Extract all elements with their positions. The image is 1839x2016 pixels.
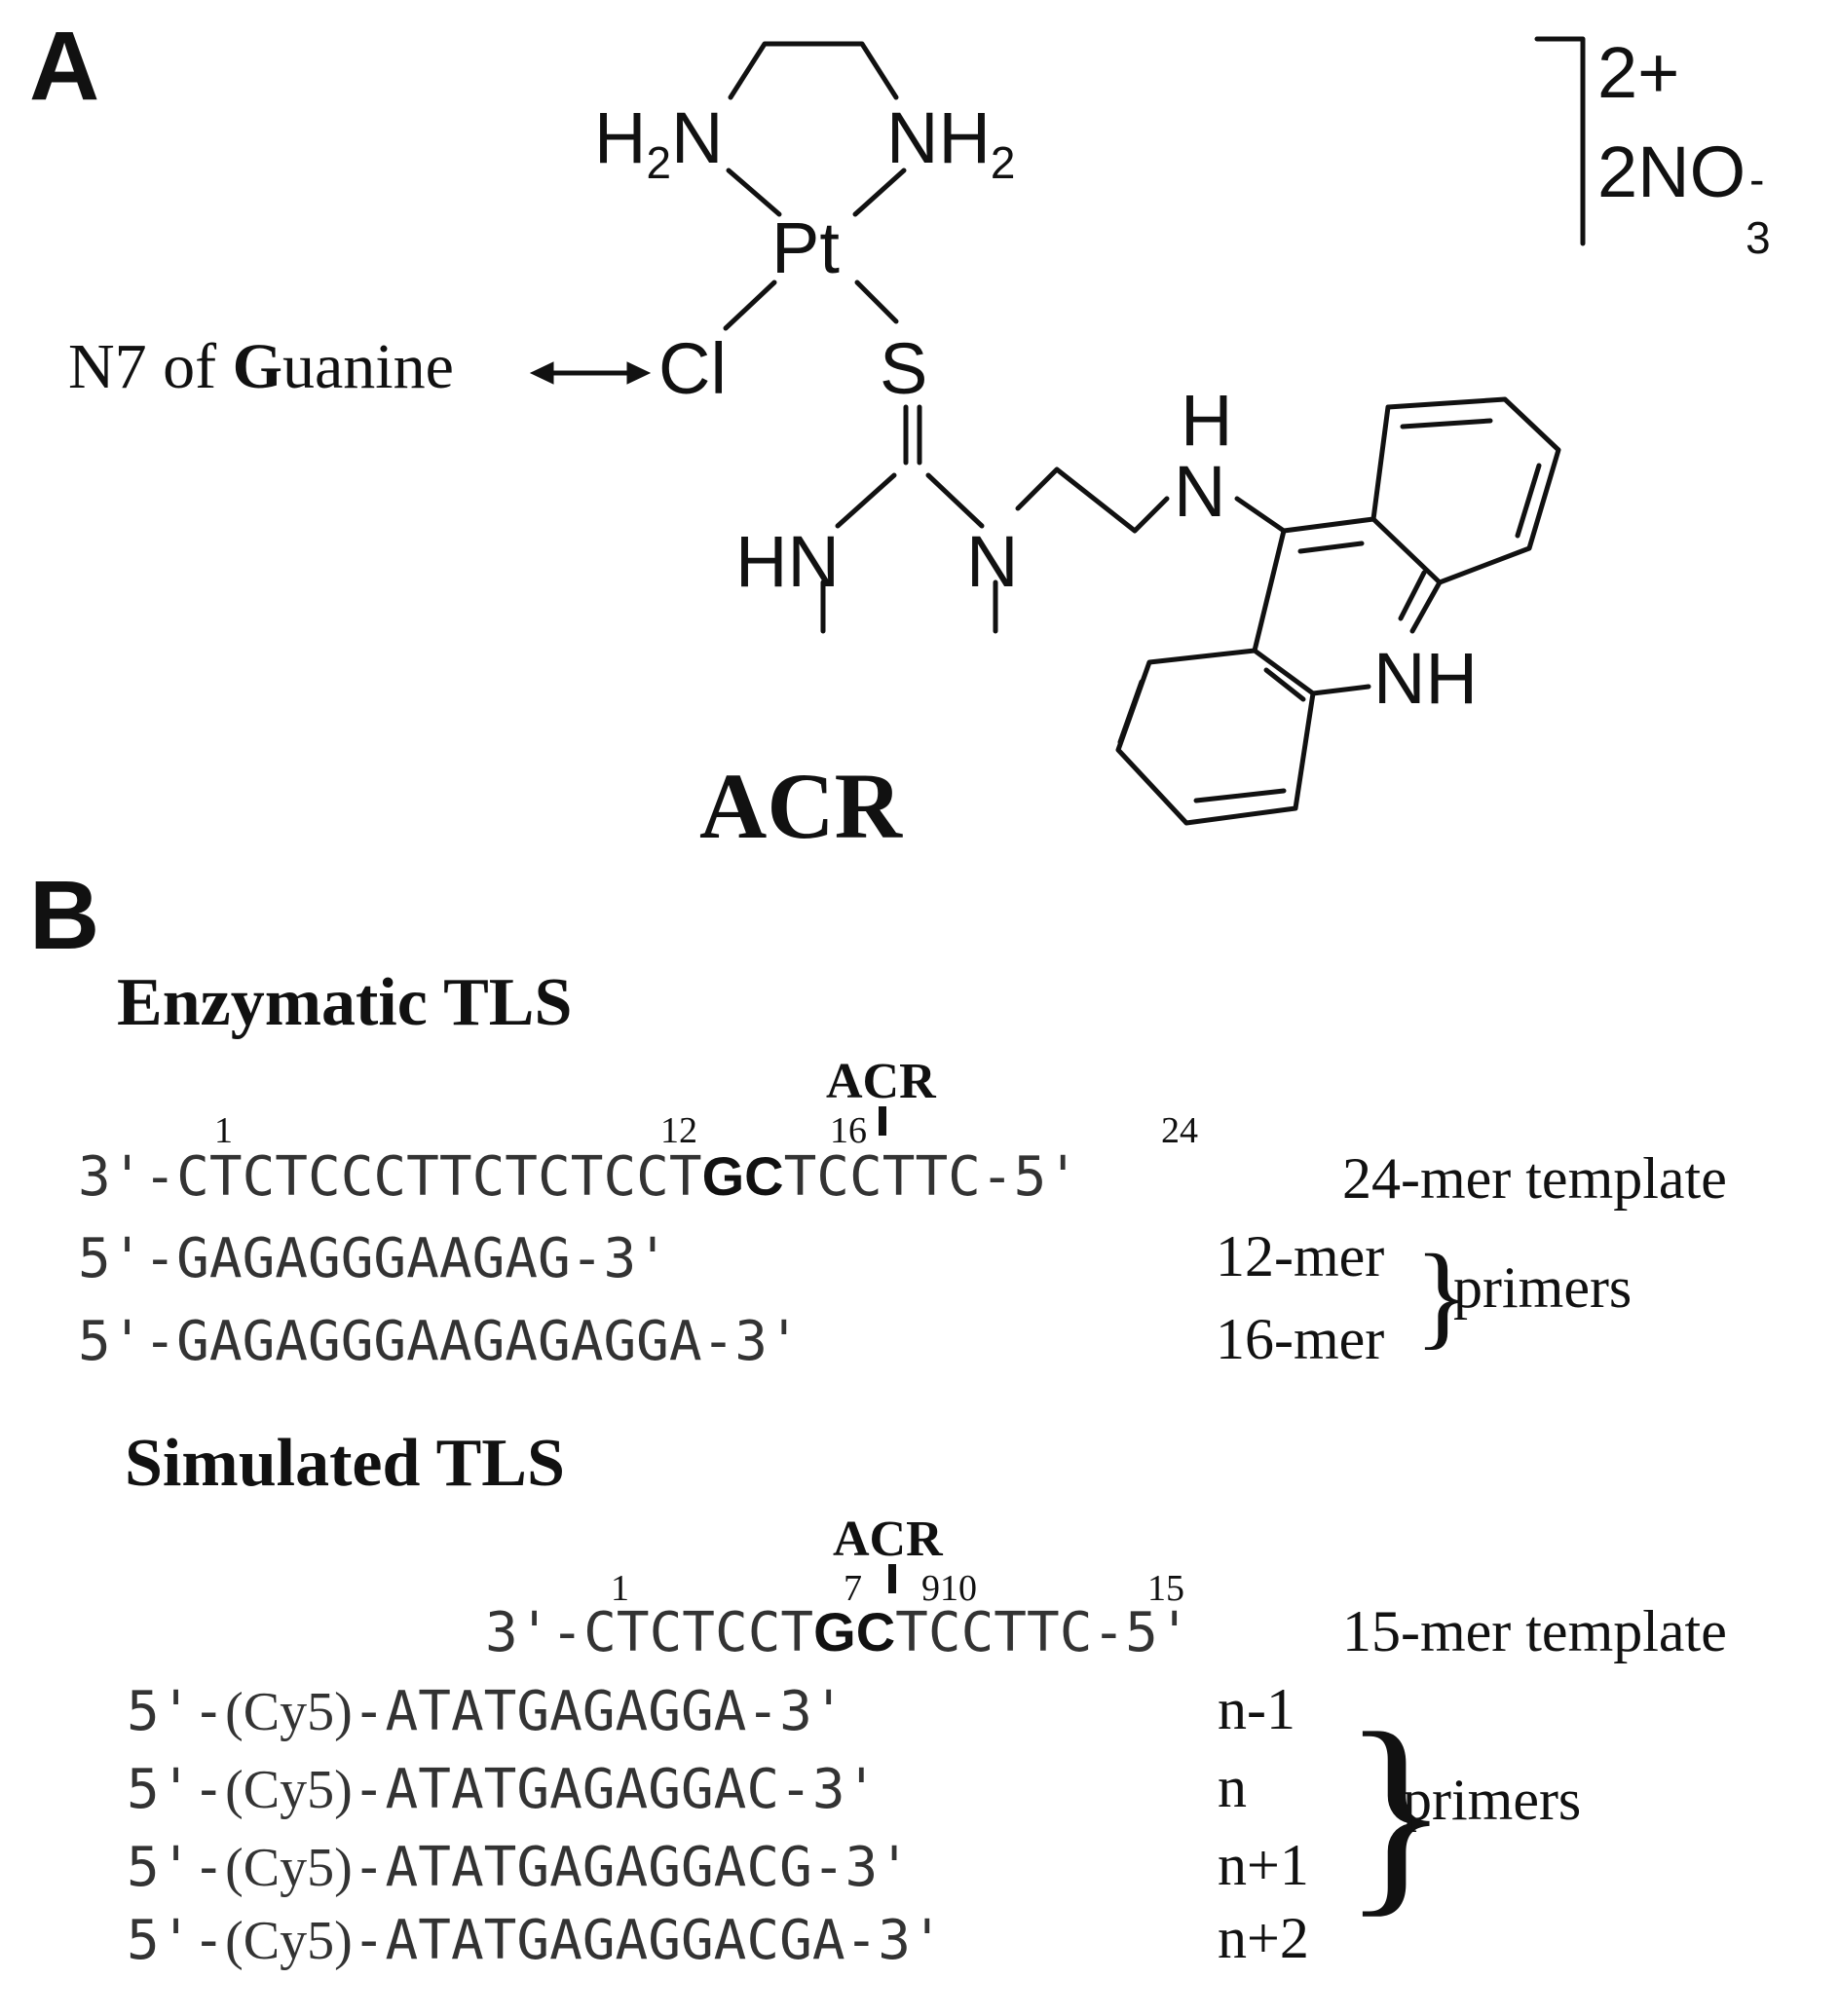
chlorine-label: Cl: [658, 328, 727, 409]
enzymatic-primer-12mer-label: 12-mer: [1216, 1224, 1385, 1288]
ethyl-linker: [1015, 467, 1170, 534]
simulated-primers-label: primers: [1403, 1768, 1582, 1832]
h2n-label: H2N: [594, 97, 724, 188]
enzymatic-position-16: 16: [830, 1110, 867, 1151]
enzymatic-primer-16mer-label: 16-mer: [1216, 1307, 1385, 1371]
simulated-position-7: 7: [844, 1568, 862, 1609]
simulated-template-sequence: 3'-CTCTCCTGCTCCTTC-5': [485, 1601, 1191, 1664]
nh-ring-label: NH: [1373, 638, 1478, 719]
simulated-primers-brace: }: [1342, 1687, 1450, 1935]
h-top-label: H: [1181, 380, 1233, 461]
simulated-primer-n-minus-1: 5'-(Cy5)-ATATGAGAGGA-3': [127, 1680, 845, 1743]
ethylene-bridge: [728, 41, 899, 100]
c4a-n10: [1409, 579, 1443, 634]
enzymatic-template-label: 24-mer template: [1342, 1146, 1727, 1211]
right-ring-db2: [1515, 463, 1542, 539]
simulated-primer-n-plus-2: 5'-(Cy5)-ATATGAGAGGACGA-3': [127, 1909, 944, 1972]
c-nh-bond: [835, 472, 897, 529]
counterion-label: 2NO-3: [1597, 131, 1771, 263]
right-ring-db1: [1400, 418, 1493, 429]
enzymatic-position-1: 1: [214, 1110, 233, 1151]
c9a-c4a: [1370, 516, 1443, 585]
enzymatic-primer-16mer: 5'-GAGAGGGAAGAGAGGA-3': [78, 1310, 801, 1373]
simulated-acr-label: ACR: [833, 1512, 943, 1567]
c8a-c10a: [1252, 648, 1316, 696]
enzymatic-primer-12mer: 5'-GAGAGGGAAGAG-3': [78, 1227, 669, 1290]
pt-s-bond: [854, 280, 899, 324]
right-ring: [1370, 396, 1561, 585]
n-pt-bond-right: [852, 168, 907, 217]
acr-mark-enzymatic: [879, 1106, 886, 1136]
enzymatic-acr-label: ACR: [826, 1054, 936, 1109]
left-ring: [1115, 648, 1316, 826]
c4a-n10-inner: [1398, 570, 1427, 621]
n-top-label: N: [1174, 451, 1226, 532]
c8a-c10a-inner: [1263, 667, 1306, 702]
enzymatic-template-sequence: 3'-CTCTCCCTTCTCTCCTGCTCCTTC-5': [78, 1145, 1080, 1209]
left-ring-db1: [1117, 679, 1145, 745]
enzymatic-primers-brace: }: [1414, 1230, 1471, 1360]
acr-mark-simulated: [888, 1564, 896, 1593]
simulated-primer-n: 5'-(Cy5)-ATATGAGAGGAC-3': [127, 1758, 879, 1821]
c9-c9a: [1281, 516, 1376, 534]
simulated-primer-n-minus-1-label: n-1: [1218, 1677, 1295, 1741]
charge-bracket: [1534, 36, 1586, 246]
panel-b-label: B: [29, 861, 100, 970]
hn-label: HN: [735, 521, 840, 602]
simulated-position-1: 1: [611, 1568, 629, 1609]
enzymatic-primers-label: primers: [1453, 1255, 1633, 1320]
enzymatic-tls-heading: Enzymatic TLS: [117, 965, 573, 1040]
nh2-label: NH2: [886, 97, 1016, 188]
simulated-primer-n-plus-2-label: n+2: [1218, 1906, 1309, 1970]
charge-label: 2+: [1597, 32, 1680, 113]
simulated-tls-heading: Simulated TLS: [125, 1426, 565, 1501]
left-ring-db2: [1193, 788, 1287, 803]
c9-c8a: [1252, 528, 1287, 653]
n7-guanine-label: N7 of Guanine: [68, 331, 454, 402]
sulfur-label: S: [880, 328, 928, 409]
n-mid-label: N: [966, 521, 1019, 602]
double-arrow: [529, 361, 652, 385]
n-pt-bond-left: [726, 168, 782, 217]
enzymatic-position-12: 12: [660, 1110, 697, 1151]
platinum-label: Pt: [771, 207, 840, 288]
c10a-n: [1310, 684, 1371, 696]
panel-a-label: A: [29, 12, 100, 121]
enzymatic-position-24: 24: [1161, 1110, 1198, 1151]
simulated-primer-n-label: n: [1218, 1755, 1247, 1819]
simulated-primer-n-plus-1-label: n+1: [1218, 1833, 1309, 1897]
nh-c9-bond: [1234, 496, 1287, 534]
simulated-position-15: 15: [1147, 1568, 1184, 1609]
simulated-position-910: 910: [921, 1568, 977, 1609]
simulated-primer-n-plus-1: 5'-(Cy5)-ATATGAGAGGACG-3': [127, 1836, 911, 1899]
simulated-template-label: 15-mer template: [1342, 1599, 1727, 1663]
c-n-bond: [925, 472, 985, 529]
pt-cl-bond: [723, 280, 777, 331]
compound-name: ACR: [699, 754, 902, 858]
c9-c9a-inner: [1297, 541, 1365, 554]
